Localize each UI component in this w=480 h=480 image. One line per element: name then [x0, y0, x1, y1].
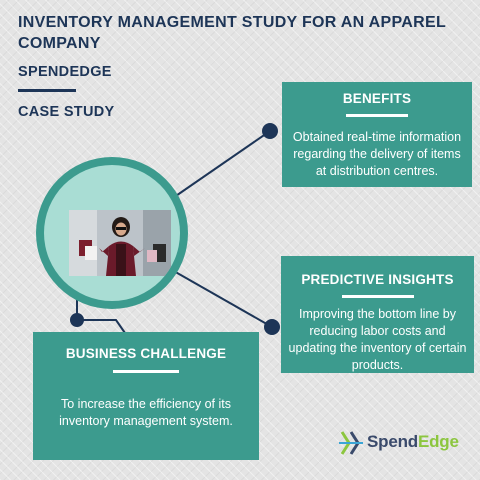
- business-challenge-text: To increase the efficiency of its invent…: [59, 397, 233, 428]
- benefits-text: Obtained real-time information regarding…: [292, 130, 462, 178]
- shopper-photo: [69, 210, 171, 276]
- photo-circle: [36, 157, 188, 309]
- spendedge-logo: SpendEdge: [337, 428, 467, 458]
- brand-divider: [18, 89, 76, 92]
- predictive-insights-divider: [341, 295, 414, 298]
- case-study-label: CASE STUDY: [18, 104, 115, 120]
- connector-dot-challenge: [70, 313, 84, 327]
- business-challenge-divider: [113, 370, 179, 373]
- predictive-insights-card: PREDICTIVE INSIGHTS Improving the bottom…: [281, 256, 474, 373]
- brand-label: SPENDEDGE: [18, 64, 112, 80]
- page-title: INVENTORY MANAGEMENT STUDY FOR AN APPARE…: [18, 14, 446, 52]
- photo-circle-inner: [44, 165, 180, 301]
- connector-dot-benefits: [262, 123, 278, 139]
- connector-challenge: [76, 300, 126, 334]
- business-challenge-title: BUSINESS CHALLENGE: [65, 346, 227, 361]
- predictive-insights-text: Improving the bottom line by reducing la…: [288, 307, 467, 372]
- spendedge-logo-icon: [339, 431, 363, 455]
- connector-benefits: [169, 130, 271, 201]
- benefits-title: BENEFITS: [342, 91, 412, 106]
- benefits-card: BENEFITS Obtained real-time information …: [282, 82, 472, 187]
- connector-predictive: [171, 269, 273, 328]
- logo-text-edge: Edge: [417, 432, 459, 451]
- predictive-insights-title: PREDICTIVE INSIGHTS: [301, 272, 454, 287]
- business-challenge-card: BUSINESS CHALLENGE To increase the effic…: [33, 332, 259, 460]
- benefits-divider: [346, 114, 408, 117]
- connector-dot-predictive: [264, 319, 280, 335]
- logo-text-spend: Spend: [367, 432, 418, 451]
